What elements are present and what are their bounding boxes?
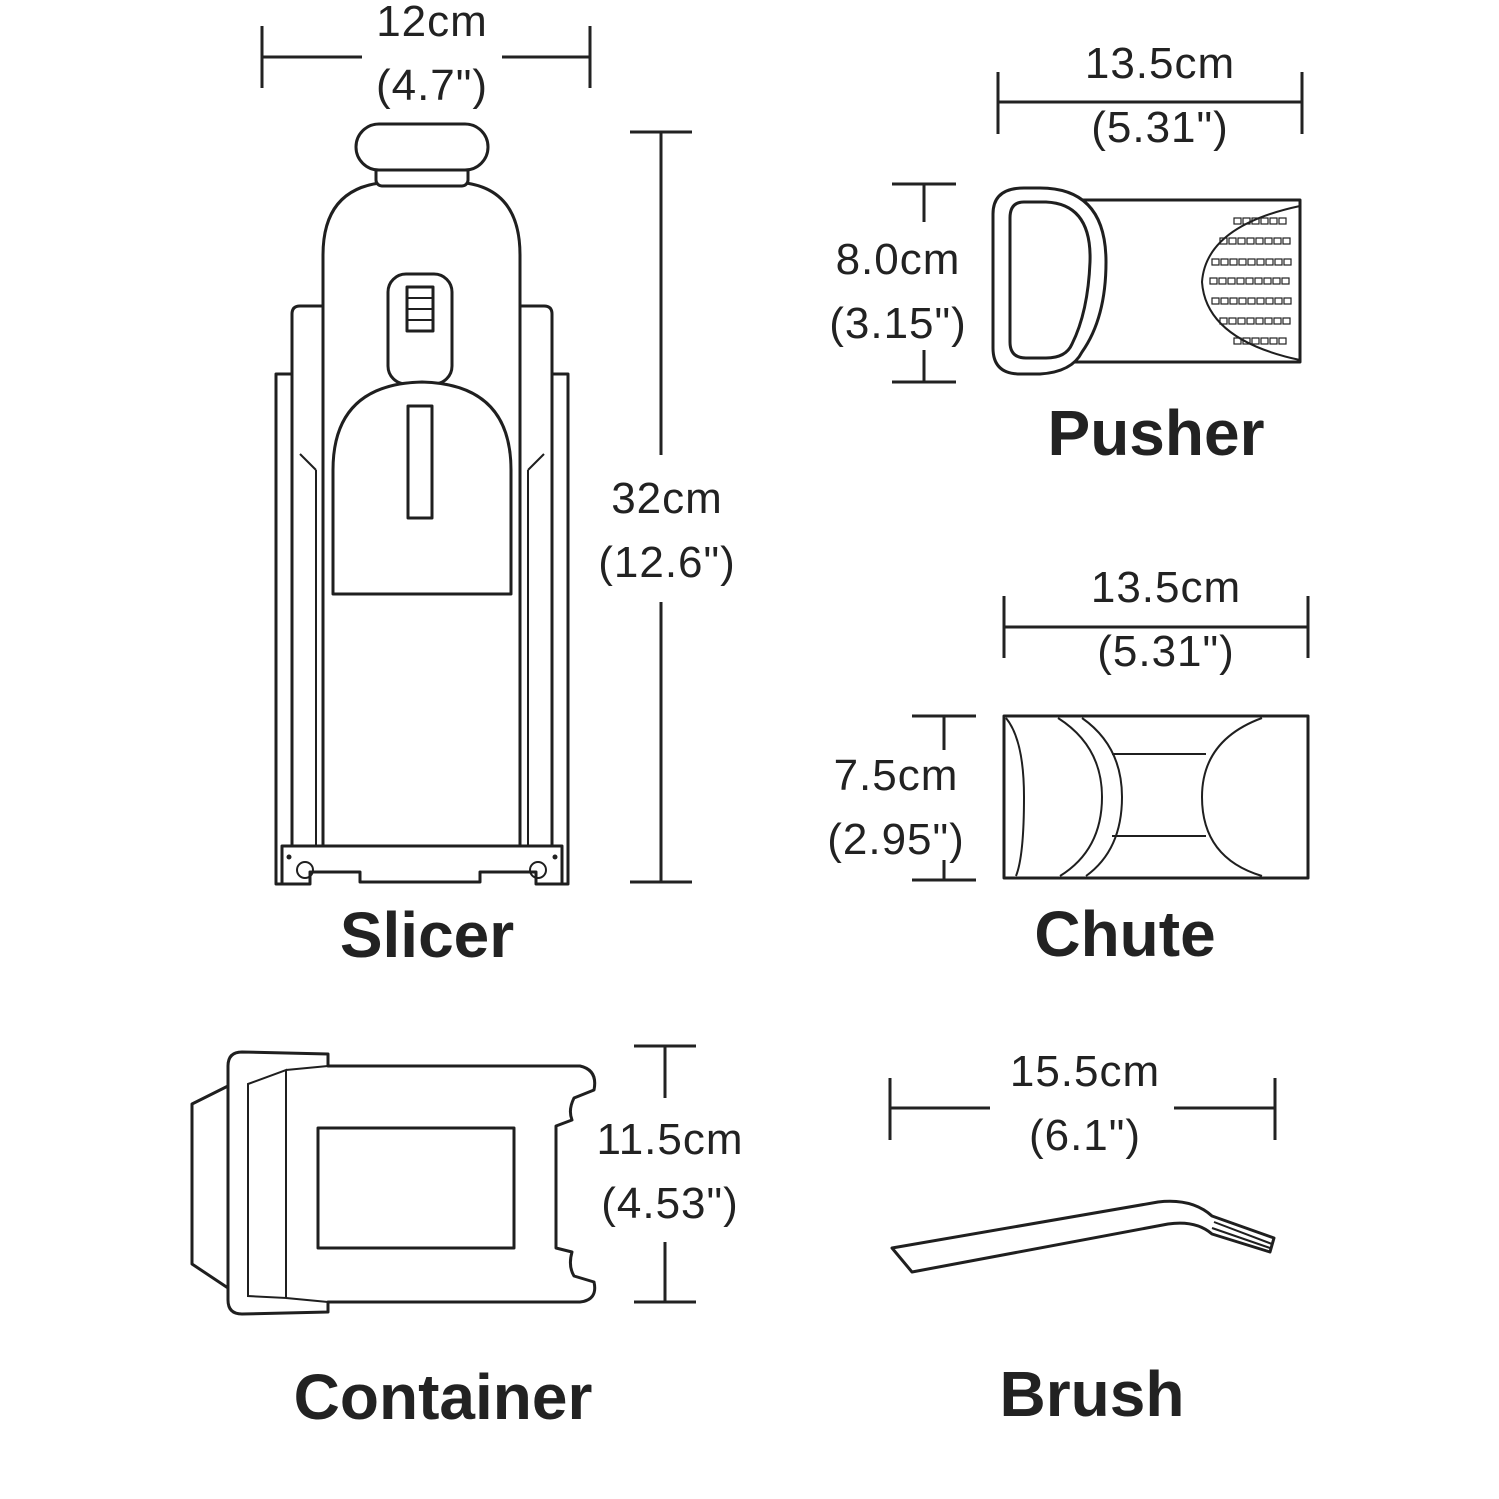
chute-height-dimension: 7.5cm (2.95") <box>827 714 976 882</box>
slicer-height-metric: 32cm <box>611 474 723 523</box>
slicer-width-dimension: 12cm (4.7") <box>260 0 592 110</box>
grip-tooth <box>1272 277 1281 285</box>
chute-width-metric: 13.5cm <box>1091 563 1241 612</box>
grip-tooth <box>1282 317 1291 325</box>
grip-tooth <box>1274 297 1283 305</box>
grip-tooth <box>1246 237 1255 245</box>
grip-tooth <box>1255 317 1264 325</box>
slicer-width-metric: 12cm <box>376 0 488 46</box>
slicer-height-dimension: 32cm (12.6") <box>598 130 736 884</box>
grip-tooth <box>1237 237 1246 245</box>
grip-tooth <box>1220 297 1229 305</box>
grip-tooth <box>1251 337 1260 345</box>
grip-tooth <box>1260 337 1269 345</box>
grip-tooth <box>1274 258 1283 266</box>
pusher-width-dimension: 13.5cm (5.31") <box>996 39 1304 152</box>
pusher-height-dimension: 8.0cm (3.15") <box>829 182 967 384</box>
grip-tooth <box>1256 297 1265 305</box>
grip-tooth <box>1228 317 1237 325</box>
grip-tooth <box>1211 297 1220 305</box>
pusher-width-metric: 13.5cm <box>1085 39 1235 88</box>
grip-tooth <box>1273 237 1282 245</box>
grip-tooth <box>1264 317 1273 325</box>
grip-tooth <box>1265 297 1274 305</box>
grip-tooth <box>1219 237 1228 245</box>
grip-tooth <box>1263 277 1272 285</box>
grip-tooth <box>1273 317 1282 325</box>
grip-tooth <box>1218 277 1227 285</box>
grip-tooth <box>1245 277 1254 285</box>
grip-tooth <box>1278 337 1287 345</box>
grip-tooth <box>1247 258 1256 266</box>
grip-tooth <box>1281 277 1290 285</box>
pusher-label: Pusher <box>1048 397 1265 469</box>
pusher-height-imperial: (3.15") <box>829 299 967 348</box>
grip-tooth <box>1229 258 1238 266</box>
slicer-group: 12cm (4.7") <box>260 0 736 971</box>
brush-label: Brush <box>1000 1358 1185 1430</box>
brush-length-metric: 15.5cm <box>1010 1047 1160 1096</box>
brush-length-imperial: (6.1") <box>1029 1111 1141 1160</box>
grip-tooth <box>1220 258 1229 266</box>
chute-width-dimension: 13.5cm (5.31") <box>1002 563 1310 676</box>
grip-tooth <box>1282 237 1291 245</box>
slicer-illustration <box>274 122 570 886</box>
container-illustration <box>190 1050 597 1316</box>
grip-tooth <box>1219 317 1228 325</box>
grip-tooth <box>1269 337 1278 345</box>
slicer-width-imperial: (4.7") <box>376 61 488 110</box>
grip-tooth <box>1233 217 1242 225</box>
grip-tooth <box>1246 317 1255 325</box>
brush-illustration <box>890 1199 1276 1274</box>
brush-length-dimension: 15.5cm (6.1") <box>888 1047 1277 1160</box>
pusher-group: 13.5cm (5.31") 8.0cm (3.15") Pusher <box>829 39 1304 469</box>
pusher-illustration <box>991 186 1302 376</box>
grip-tooth <box>1251 217 1260 225</box>
grip-tooth <box>1260 217 1269 225</box>
pusher-grip-teeth <box>1209 217 1292 345</box>
grip-tooth <box>1256 258 1265 266</box>
grip-tooth <box>1265 258 1274 266</box>
grip-tooth <box>1233 337 1242 345</box>
grip-tooth <box>1211 258 1220 266</box>
grip-tooth <box>1242 337 1251 345</box>
container-height-metric: 11.5cm <box>596 1115 743 1164</box>
container-group: 11.5cm (4.53") Container <box>190 1044 743 1433</box>
pusher-width-imperial: (5.31") <box>1091 103 1229 152</box>
grip-tooth <box>1264 237 1273 245</box>
chute-illustration <box>1002 714 1310 880</box>
grip-tooth <box>1242 217 1251 225</box>
slicer-height-imperial: (12.6") <box>598 538 736 587</box>
grip-tooth <box>1255 237 1264 245</box>
chute-height-metric: 7.5cm <box>834 751 959 800</box>
grip-tooth <box>1238 258 1247 266</box>
chute-height-imperial: (2.95") <box>827 815 965 864</box>
chute-width-imperial: (5.31") <box>1097 627 1235 676</box>
grip-tooth <box>1237 317 1246 325</box>
container-height-imperial: (4.53") <box>601 1179 739 1228</box>
grip-tooth <box>1254 277 1263 285</box>
pusher-height-metric: 8.0cm <box>836 235 961 284</box>
slicer-label: Slicer <box>340 899 514 971</box>
grip-tooth <box>1283 297 1292 305</box>
grip-tooth <box>1209 277 1218 285</box>
container-label: Container <box>294 1361 593 1433</box>
grip-tooth <box>1283 258 1292 266</box>
chute-label: Chute <box>1034 898 1215 970</box>
brush-group: 15.5cm (6.1") Brush <box>888 1047 1277 1430</box>
grip-tooth <box>1278 217 1287 225</box>
grip-tooth <box>1229 297 1238 305</box>
container-height-dimension: 11.5cm (4.53") <box>596 1044 743 1304</box>
grip-tooth <box>1227 277 1236 285</box>
grip-tooth <box>1269 217 1278 225</box>
grip-tooth <box>1228 237 1237 245</box>
grip-tooth <box>1236 277 1245 285</box>
chute-group: 13.5cm (5.31") 7.5cm (2.95") Chute <box>827 563 1310 970</box>
grip-tooth <box>1247 297 1256 305</box>
grip-tooth <box>1238 297 1247 305</box>
